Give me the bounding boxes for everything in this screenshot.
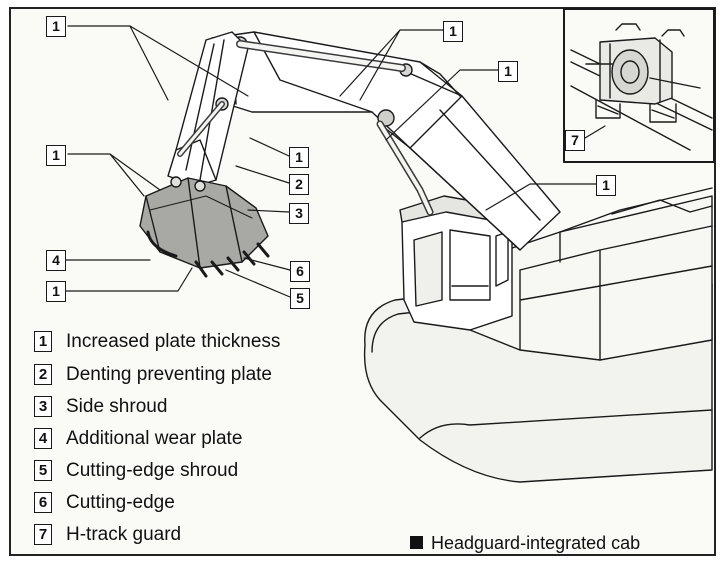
callout-3-side-shroud: 3 <box>289 203 309 224</box>
callout-2-denting-plate: 2 <box>289 174 309 195</box>
callout-1-boom-right: 1 <box>498 61 518 82</box>
legend-number: 4 <box>34 428 52 449</box>
legend-number: 7 <box>34 524 52 545</box>
callout-5-cutting-edge-shroud: 5 <box>290 288 310 309</box>
legend-number: 6 <box>34 492 52 513</box>
callout-1-arm: 1 <box>46 16 66 37</box>
legend-label: Cutting-edge shroud <box>66 460 239 481</box>
callout-1-boom-base: 1 <box>596 175 616 196</box>
h-track-guard-inset <box>563 8 715 163</box>
legend-label: Additional wear plate <box>66 428 243 449</box>
legend-number: 3 <box>34 396 52 417</box>
callout-1-boom-top: 1 <box>443 21 463 42</box>
caption-text: Headguard-integrated cab <box>431 533 641 553</box>
hydraulic-cylinders <box>177 40 434 216</box>
legend-label: Increased plate thickness <box>66 331 281 352</box>
bucket <box>139 176 270 278</box>
legend-label: Side shroud <box>66 396 168 417</box>
legend-number: 5 <box>34 460 52 481</box>
callout-7-h-track-guard: 7 <box>565 130 585 151</box>
legend-label: Denting preventing plate <box>66 364 272 385</box>
callout-1-bucket-link: 1 <box>46 145 66 166</box>
callout-1-bucket-bottom: 1 <box>46 281 66 302</box>
leader-lines <box>65 25 606 298</box>
caption-square-icon <box>410 536 423 549</box>
legend-number: 1 <box>34 331 52 352</box>
upper-structure <box>469 187 713 361</box>
legend-label: H-track guard <box>66 524 182 545</box>
callout-4-wear-plate: 4 <box>46 250 66 271</box>
cab-caption: Headguard-integrated cab <box>410 532 640 554</box>
legend-number: 2 <box>34 364 52 385</box>
callout-1-arm-lower: 1 <box>289 147 309 168</box>
callout-6-cutting-edge: 6 <box>290 261 310 282</box>
legend-label: Cutting-edge <box>66 492 175 513</box>
